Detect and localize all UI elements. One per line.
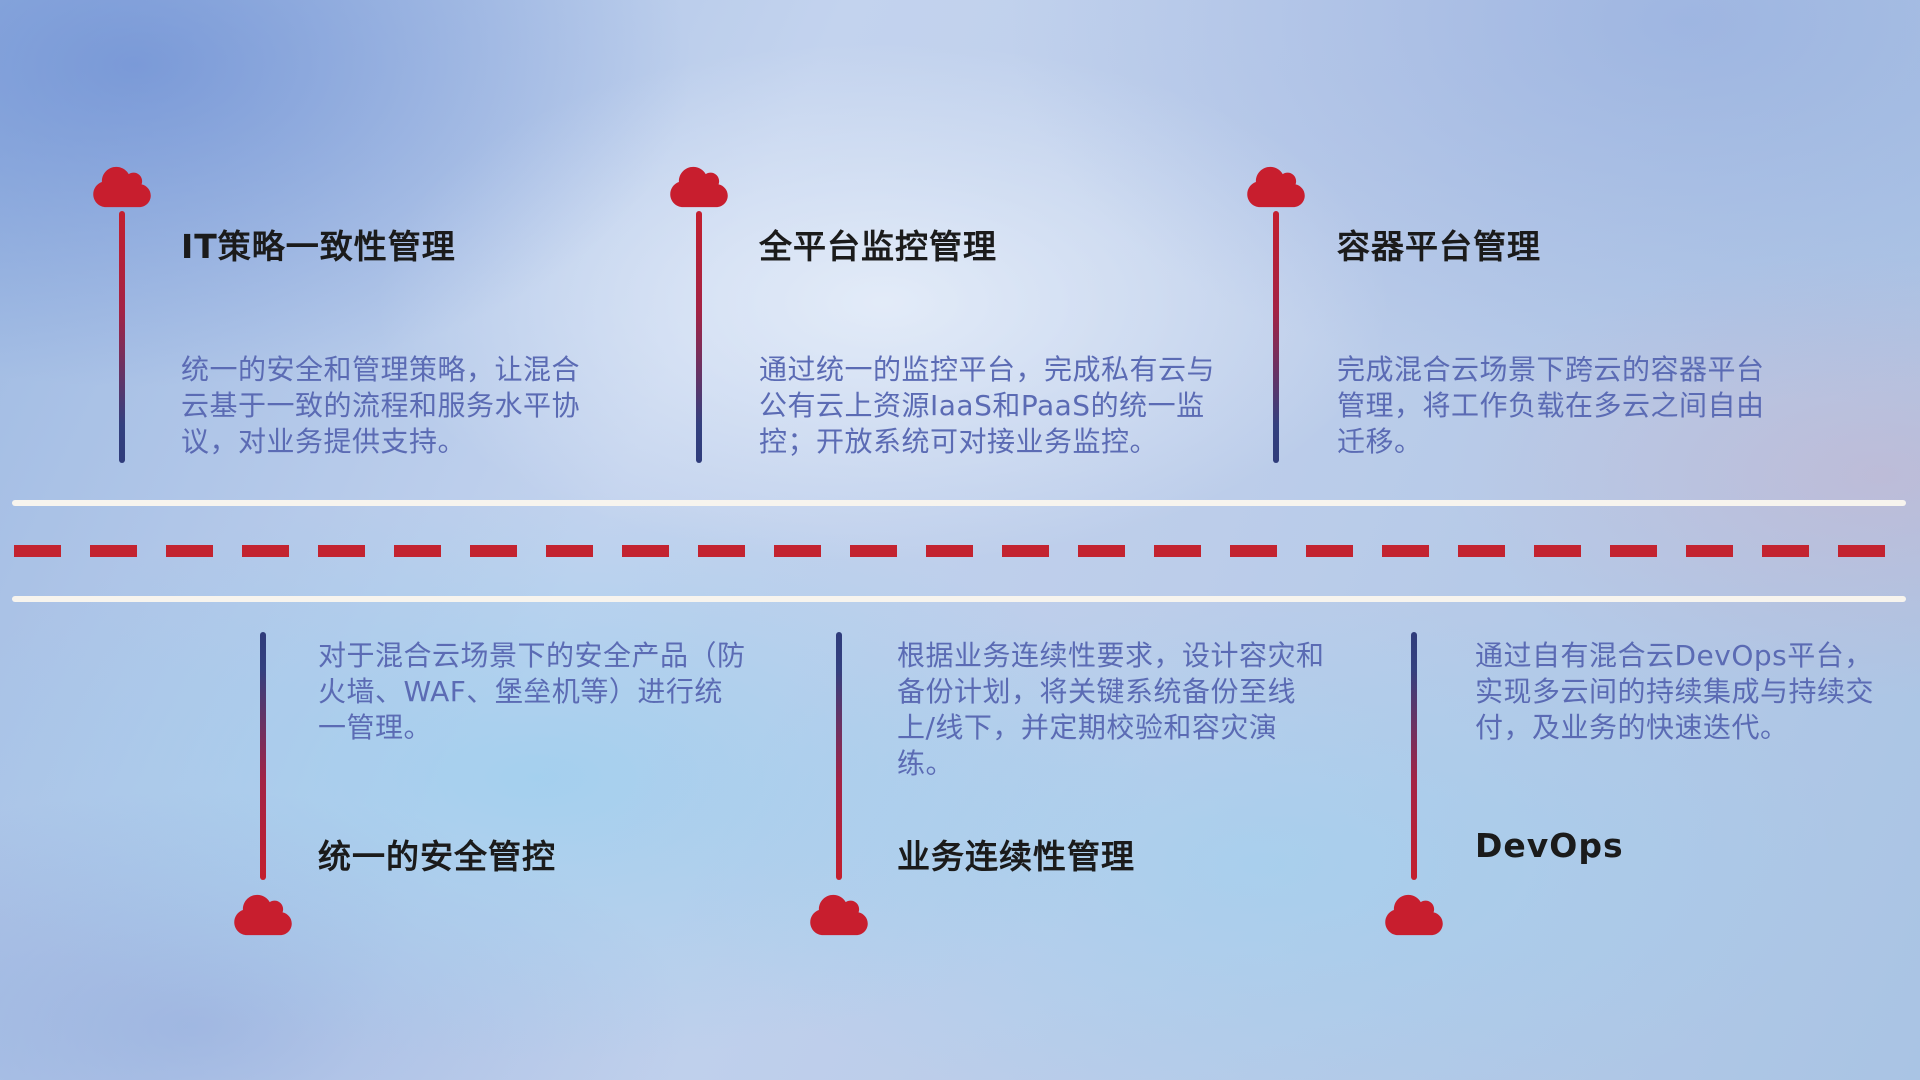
road-center-dashed-line (14, 545, 1904, 557)
item-title: 业务连续性管理 (897, 837, 1135, 876)
connector-line (696, 211, 702, 463)
item-description: 通过自有混合云DevOps平台，实现多云间的持续集成与持续交付，及业务的快速迭代… (1475, 639, 1875, 744)
item-title: IT策略一致性管理 (181, 227, 456, 266)
item-title: DevOps (1475, 826, 1624, 865)
connector-line (260, 632, 266, 880)
item-title: 容器平台管理 (1337, 227, 1541, 266)
cloud-icon (1385, 892, 1443, 938)
cloud-icon (670, 164, 728, 210)
item-title: 统一的安全管控 (318, 837, 556, 876)
connector-line (119, 211, 125, 463)
connector-line (1411, 632, 1417, 880)
item-description: 通过统一的监控平台，完成私有云与公有云上资源IaaS和PaaS的统一监控；开放系… (759, 353, 1216, 458)
cloud-icon (234, 892, 292, 938)
connector-line (836, 632, 842, 880)
item-description: 完成混合云场景下跨云的容器平台管理，将工作负载在多云之间自由迁移。 (1337, 353, 1765, 458)
cloud-icon (93, 164, 151, 210)
cloud-icon (1247, 164, 1305, 210)
item-description: 对于混合云场景下的安全产品（防火墙、WAF、堡垒机等）进行统一管理。 (318, 639, 746, 744)
cloud-icon (810, 892, 868, 938)
item-description: 根据业务连续性要求，设计容灾和备份计划，将关键系统备份至线上/线下，并定期校验和… (897, 639, 1325, 780)
item-title: 全平台监控管理 (759, 227, 997, 266)
road-edge-top (12, 500, 1906, 506)
connector-line (1273, 211, 1279, 463)
road-edge-bottom (12, 596, 1906, 602)
item-description: 统一的安全和管理策略，让混合云基于一致的流程和服务水平协议，对业务提供支持。 (181, 353, 581, 458)
